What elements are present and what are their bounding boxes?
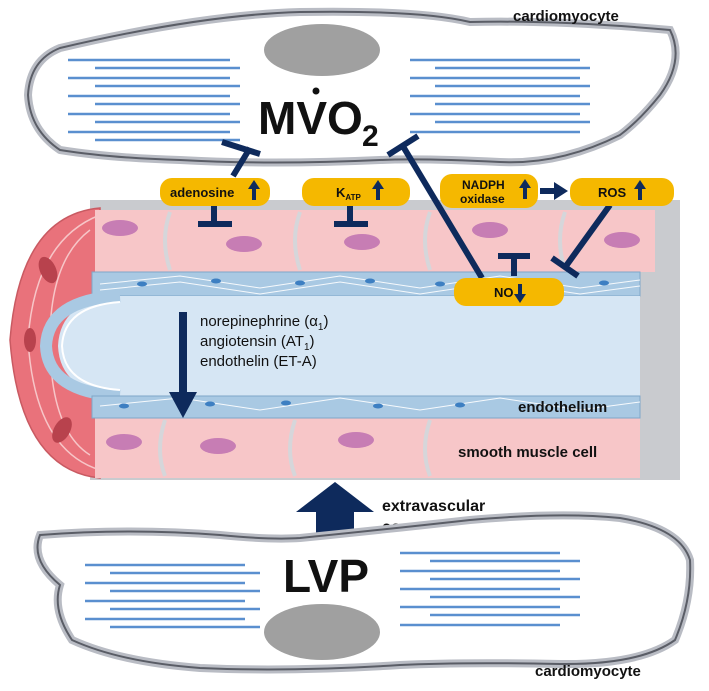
smooth-muscle-label: smooth muscle cell xyxy=(458,444,597,461)
up-arrow-icon xyxy=(634,180,646,200)
lvp-label: LVP xyxy=(283,550,369,602)
up-arrow-icon xyxy=(248,180,260,200)
endothelium-label: endothelium xyxy=(518,399,607,416)
constrictor-angiotensin: angiotensin (AT1) xyxy=(200,333,315,353)
extravascular-label-line1: extravascular xyxy=(382,498,485,515)
up-arrow-icon xyxy=(519,179,531,199)
svg-text:ROS: ROS xyxy=(598,185,627,200)
vessel-lumen xyxy=(58,296,640,396)
down-arrow-icon xyxy=(514,284,526,303)
top-cardiomyocyte: cardiomyocyte MVO 2 xyxy=(23,7,680,167)
svg-text:NO: NO xyxy=(494,285,514,300)
constrictor-norepinephrine: norepinephrine (α1) xyxy=(200,313,328,333)
svg-text:2: 2 xyxy=(362,120,379,153)
svg-text:oxidase: oxidase xyxy=(460,192,505,206)
bottom-myofibrils-right xyxy=(400,551,580,627)
svg-text:adenosine: adenosine xyxy=(170,185,234,200)
top-cell-nucleus xyxy=(264,24,380,76)
pill-adenosine: adenosine xyxy=(160,178,270,206)
top-cardiomyocyte-label: cardiomyocyte xyxy=(513,8,619,25)
pill-katp: KATP xyxy=(302,178,410,206)
constrictor-list: norepinephrine (α1) angiotensin (AT1) en… xyxy=(200,313,328,370)
nadph-to-ros-arrow xyxy=(540,182,568,200)
bottom-cardiomyocyte: LVP cardiomyocyte xyxy=(33,511,695,680)
bottom-cardiomyocyte-label: cardiomyocyte xyxy=(535,663,641,680)
smooth-muscle-cells-top xyxy=(163,211,567,271)
constrictor-endothelin: endothelin (ET-A) xyxy=(200,353,317,370)
svg-text:NADPH: NADPH xyxy=(462,178,505,192)
smooth-muscle-nuclei-bottom xyxy=(106,432,374,454)
top-myofibrils-right xyxy=(410,58,590,134)
bottom-cell-nucleus xyxy=(264,604,380,660)
svg-text:KATP: KATP xyxy=(336,185,361,202)
bottom-myofibrils-left xyxy=(85,563,260,629)
smooth-muscle-cells-bottom xyxy=(158,419,432,477)
constrictor-arrow xyxy=(169,312,197,418)
vessel: endothelium smooth muscle cell norepinep… xyxy=(9,200,680,480)
adventitia xyxy=(9,207,101,479)
top-myofibrils-left xyxy=(68,58,240,142)
up-arrow-icon xyxy=(372,180,384,200)
smooth-muscle-nuclei-top xyxy=(102,220,640,252)
pill-no: NO xyxy=(454,278,564,306)
pill-nadph-oxidase: NADPH oxidase xyxy=(440,174,538,208)
inhibition-lines xyxy=(198,133,613,280)
mvo2-label: MVO 2 xyxy=(258,87,379,153)
endothelium-bottom xyxy=(91,395,641,419)
svg-text:MVO: MVO xyxy=(258,92,363,144)
pill-ros: ROS xyxy=(570,178,674,206)
